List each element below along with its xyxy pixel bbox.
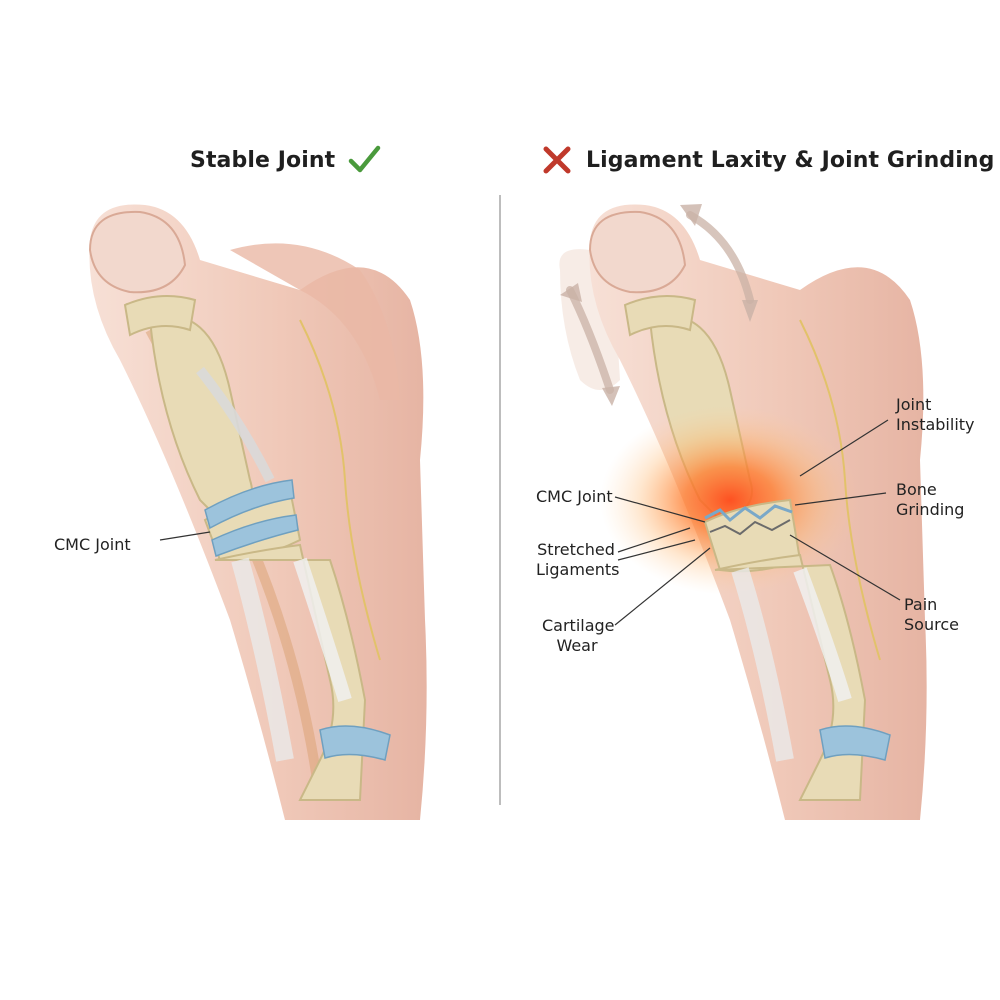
left-cartilage-upper: [204, 479, 295, 530]
right-thumb-anatomy: [559, 204, 927, 820]
left-panel-title: Stable Joint: [190, 140, 381, 180]
cartilage-wear-label: Cartilage Wear: [542, 616, 615, 656]
right-thumbnail: [588, 210, 687, 294]
right-leader-lines: [614, 419, 901, 626]
cross-mark-icon: [540, 143, 574, 177]
check-mark-icon: [347, 143, 381, 177]
cartilage-wear-line1: Cartilage: [542, 616, 615, 635]
joint-instability-label: Joint Instability: [896, 395, 975, 435]
bone-grinding-line2: Grinding: [896, 500, 965, 519]
joint-instability-line1: Joint: [896, 395, 932, 414]
right-cmc-joint-label: CMC Joint: [536, 487, 613, 506]
pain-source-line2: Source: [904, 615, 959, 634]
right-title-text: Ligament Laxity & Joint Grinding: [586, 147, 995, 173]
panel-divider: [499, 195, 501, 805]
pain-source-line1: Pain: [904, 595, 938, 614]
left-title-text: Stable Joint: [190, 147, 336, 173]
left-thumb-anatomy: [88, 204, 427, 820]
pain-source-label: Pain Source: [904, 595, 959, 635]
stretched-ligaments-line2: Ligaments: [536, 560, 620, 579]
right-panel-title: Ligament Laxity & Joint Grinding: [540, 140, 994, 180]
left-cartilage-lower: [211, 514, 299, 558]
left-thumbnail: [88, 210, 187, 294]
stretched-ligaments-line1: Stretched: [537, 540, 615, 559]
bone-grinding-line1: Bone: [896, 480, 937, 499]
left-cmc-joint-label: CMC Joint: [54, 535, 131, 554]
joint-instability-line2: Instability: [896, 415, 975, 434]
left-cmc-leader: [159, 531, 211, 541]
stretched-ligaments-label: Stretched Ligaments: [536, 540, 620, 580]
bone-grinding-label: Bone Grinding: [896, 480, 964, 520]
cartilage-wear-line2: Wear: [556, 636, 598, 655]
right-worn-cartilage: [704, 504, 793, 523]
